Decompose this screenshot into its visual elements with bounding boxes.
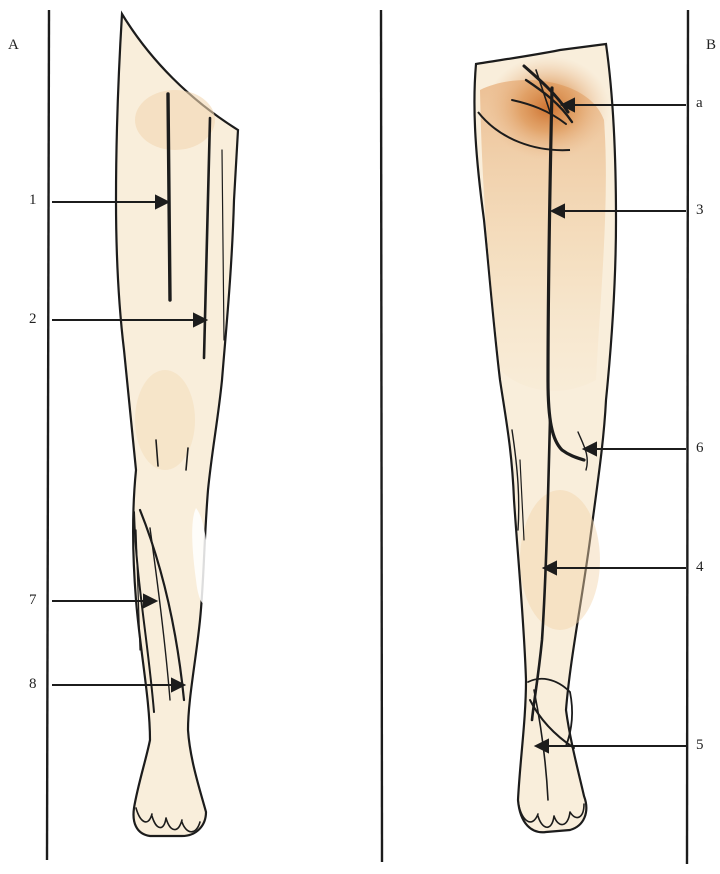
- leg-b-lower-stain: [520, 490, 600, 630]
- leg-a-vessel-1: [168, 94, 170, 300]
- callout-label-5: 5: [696, 738, 704, 753]
- frame-line-right: [687, 10, 688, 864]
- callout-label-3: 3: [696, 203, 704, 218]
- frame-line-center: [381, 10, 382, 862]
- leg-a-stain-upper: [135, 90, 215, 150]
- callout-label-4: 4: [696, 560, 704, 575]
- callout-label-1: 1: [29, 193, 37, 208]
- leg-a-stain-mid: [135, 370, 195, 470]
- callout-label-a: a: [696, 96, 703, 111]
- leg-a: [116, 14, 238, 836]
- panel-label-b: B: [706, 38, 716, 53]
- callout-label-2: 2: [29, 312, 37, 327]
- callout-label-6: 6: [696, 441, 704, 456]
- callout-label-7: 7: [29, 593, 37, 608]
- panel-label-a: A: [8, 38, 19, 53]
- frame-line-left: [47, 10, 49, 860]
- callout-label-8: 8: [29, 677, 37, 692]
- leg-b: [474, 44, 616, 832]
